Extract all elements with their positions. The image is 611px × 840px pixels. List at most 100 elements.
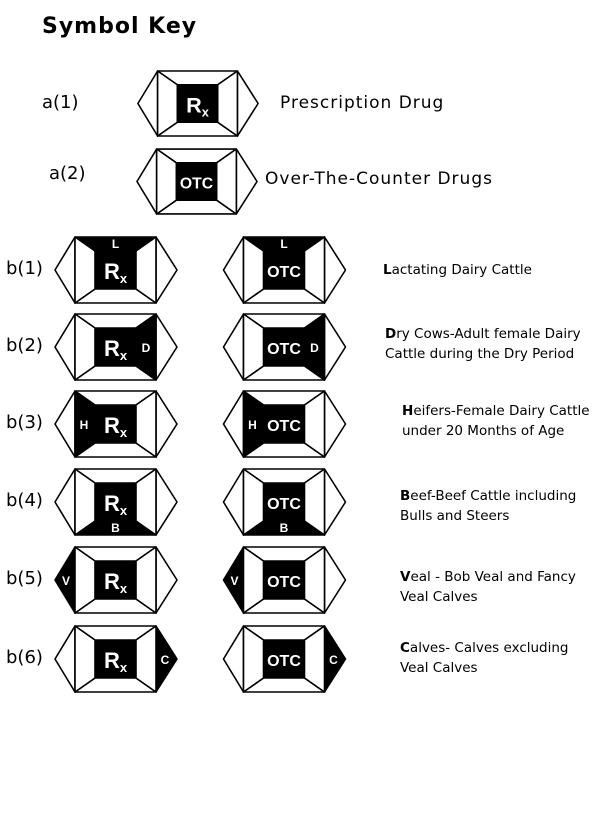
otc-mark: OTC (267, 653, 301, 670)
symbol-left-point-segment (54, 468, 76, 536)
rx-subscript: x (120, 271, 128, 286)
class-letter: L (280, 237, 287, 251)
symbol-right-point-segment (155, 546, 178, 614)
description-line: Bulls and Steers (400, 508, 510, 524)
symbol-right-point-segment (323, 313, 347, 381)
description-line: alves- Calves excluding (409, 640, 569, 656)
rx-bottom-symbol: RxB (54, 468, 178, 536)
symbol-left-point-segment (54, 313, 76, 381)
otc-mark: OTC (267, 341, 301, 358)
a2-description: Over-The-Counter Drugs (265, 169, 493, 189)
symbol-center-box (94, 560, 137, 600)
rx-top-symbol: RxL (54, 236, 178, 304)
description-line: eef-Beef Cattle including (410, 488, 577, 504)
class-letter: D (142, 341, 151, 355)
symbol-center-box (94, 639, 137, 679)
symbol-center-box (263, 482, 305, 522)
class-letter: V (62, 574, 70, 588)
rx-left-point-symbol: RxV (54, 546, 178, 614)
row-label: b(1) (6, 258, 43, 279)
rx-subscript: x (202, 104, 210, 119)
rx-subscript: x (120, 503, 128, 518)
symbol-center-box (176, 84, 219, 123)
otc-top-symbol: OTC L (222, 236, 347, 304)
description-line: eal - Bob Veal and Fancy (410, 569, 576, 585)
prescription-symbol: Rx (137, 70, 259, 137)
row-label: b(4) (6, 490, 43, 511)
rx-subscript: x (120, 660, 128, 675)
class-letter: L (112, 237, 119, 251)
rx-subscript: x (120, 348, 128, 363)
symbol-center-box (263, 639, 305, 679)
symbol-right-point-segment (323, 390, 347, 458)
description-initial: H (402, 403, 414, 419)
class-letter: V (230, 574, 238, 588)
description-line: Veal Calves (400, 660, 478, 676)
page-title: Symbol Key (42, 14, 198, 39)
otc-mark: OTC (267, 496, 301, 513)
symbol-center-box (94, 327, 137, 367)
symbol-left-point-segment (54, 625, 76, 693)
class-letter: H (80, 418, 89, 432)
description-line: actating Dairy Cattle (391, 262, 532, 278)
symbol-right-point-segment (155, 390, 178, 458)
symbol-right-point-segment (155, 468, 178, 536)
symbol-right-point-segment (155, 313, 178, 381)
symbol-left-point-segment (136, 148, 158, 215)
symbol-center-box (94, 404, 137, 444)
symbol-center-box (94, 482, 137, 522)
row-label: b(6) (6, 647, 43, 668)
description-initial: L (383, 262, 392, 278)
description-initial: V (400, 569, 411, 585)
description-line: Veal Calves (400, 589, 478, 605)
symbol-center-box (263, 327, 305, 367)
symbol-center-box (263, 404, 305, 444)
a1-label: a(1) (42, 92, 79, 113)
rx-left-symbol: RxH (54, 390, 178, 458)
class-letter: B (280, 521, 289, 535)
symbol-left-point-segment (54, 236, 76, 304)
rx-subscript: x (120, 581, 128, 596)
row-description: Heifers-Female Dairy Cattle under 20 Mont… (402, 401, 590, 441)
symbol-left-point-segment (222, 313, 245, 381)
description-line: under 20 Months of Age (402, 423, 565, 439)
symbol-left-point-segment (54, 390, 76, 458)
symbol-left-point-segment (137, 70, 159, 137)
description-line: eifers-Female Dairy Cattle (413, 403, 590, 419)
otc-bottom-symbol: OTC B (222, 468, 347, 536)
otc-symbol: OTC (136, 148, 258, 215)
description-initial: C (400, 640, 410, 656)
symbol-left-point-segment (222, 390, 245, 458)
class-letter: C (161, 653, 170, 667)
row-label: b(3) (6, 412, 43, 433)
description-line: ry Cows-Adult female Dairy (396, 326, 581, 342)
a2-label: a(2) (49, 163, 86, 184)
a1-description: Prescription Drug (280, 93, 445, 113)
row-label: b(2) (6, 335, 43, 356)
symbol-center-box (263, 560, 305, 600)
description-initial: B (400, 488, 411, 504)
symbol-left-point-segment (222, 468, 245, 536)
symbol-center-box (263, 250, 305, 290)
class-letter: C (329, 653, 338, 667)
class-letter: H (248, 418, 257, 432)
otc-left-point-symbol: OTC V (222, 546, 347, 614)
symbol-right-point-segment (323, 468, 347, 536)
description-line: Cattle during the Dry Period (385, 346, 575, 362)
symbol-right-point-segment (236, 70, 259, 137)
row-description: Lactating Dairy Cattle (383, 260, 532, 280)
otc-mark: OTC (180, 175, 213, 192)
symbol-right-point-segment (155, 236, 178, 304)
symbol-center-box (94, 250, 137, 290)
description-initial: D (385, 326, 397, 342)
otc-mark: OTC (267, 264, 301, 281)
otc-mark: OTC (267, 574, 301, 591)
class-letter: B (111, 521, 120, 535)
